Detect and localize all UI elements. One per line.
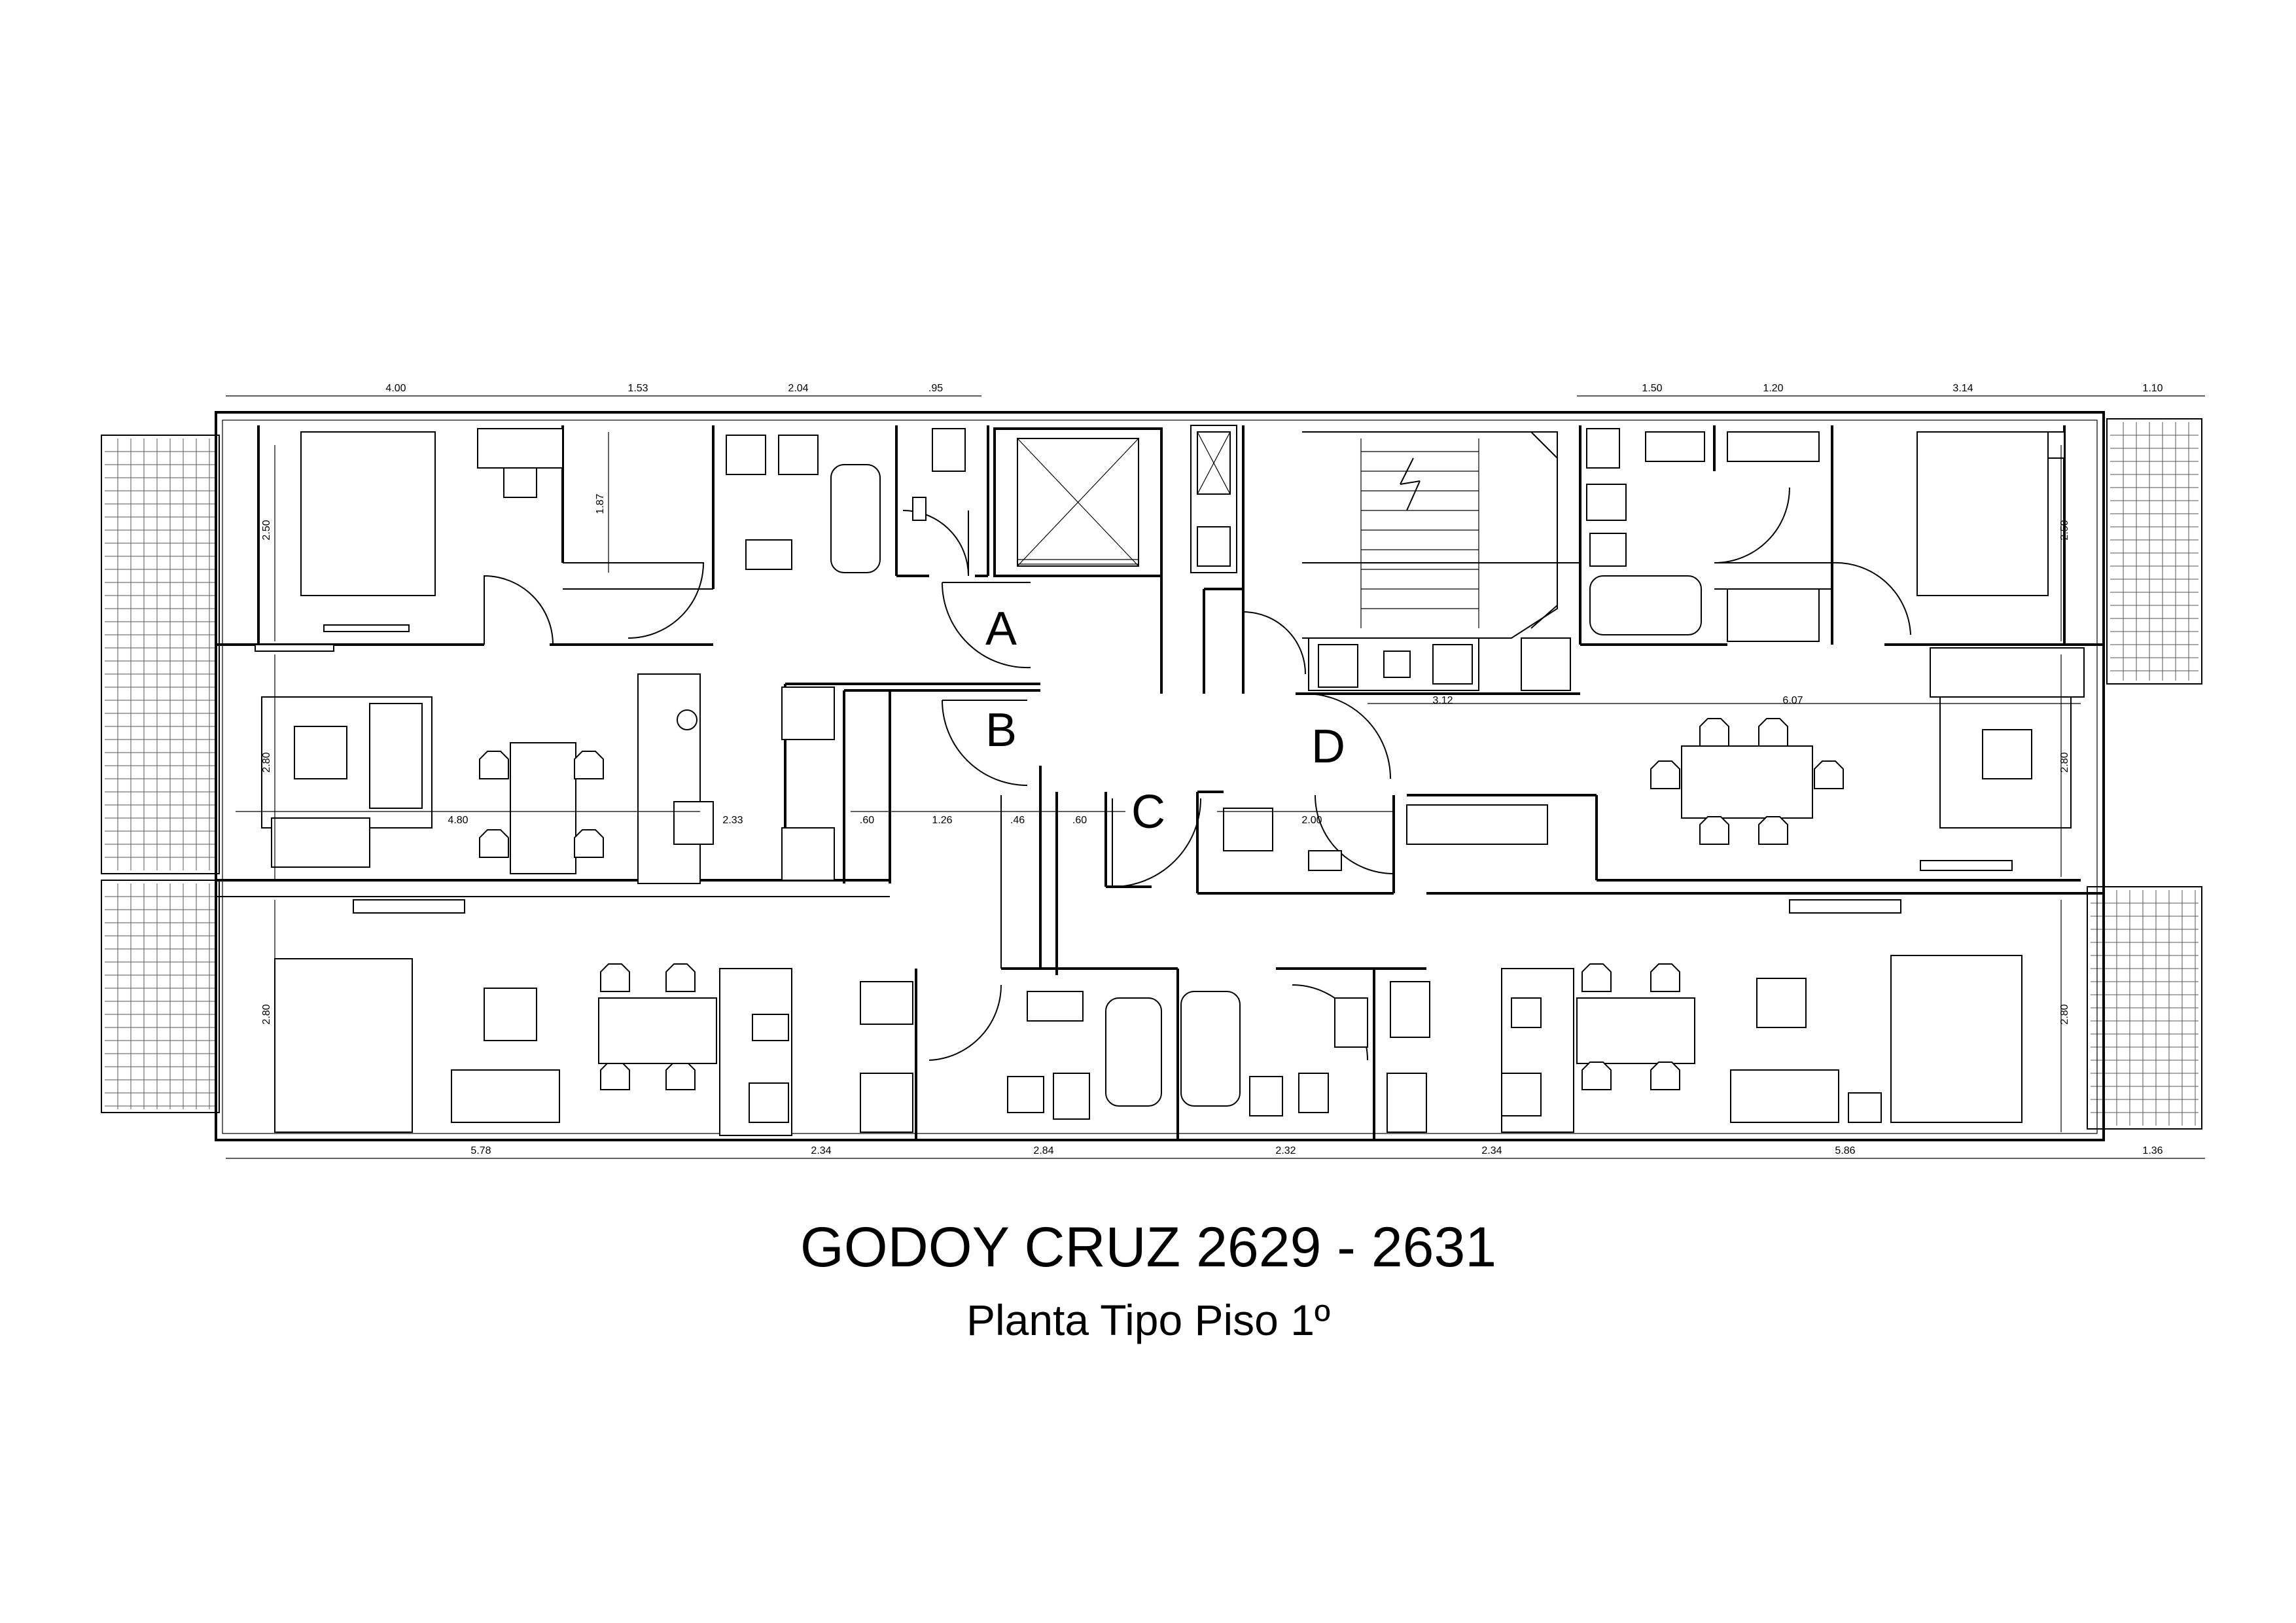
- dimension-labels: 4.00 1.53 2.04 .95 1.50 1.20 3.14 1.10 5…: [261, 383, 2163, 1156]
- dim-bottom-6: 5.86: [1835, 1145, 1855, 1156]
- chair: [600, 963, 630, 992]
- dim-top-6: 1.20: [1763, 383, 1783, 394]
- unit-label-d: D: [1311, 721, 1345, 773]
- dim-top-7: 3.14: [1952, 383, 1973, 394]
- dim-vertical-4: 2.80: [261, 1004, 272, 1024]
- dim-interior-5: .46: [1010, 815, 1025, 826]
- dim-vertical-1: 2.50: [261, 520, 272, 540]
- dim-interior-8: 3.12: [1432, 695, 1453, 706]
- interior-walls: [216, 425, 2104, 1139]
- dim-interior-4: 1.26: [932, 815, 952, 826]
- dim-vertical-6: 2.80: [2059, 752, 2070, 772]
- chair: [574, 751, 604, 779]
- dim-top-2: 1.53: [627, 383, 648, 394]
- dim-top-4: .95: [928, 383, 943, 394]
- dim-vertical-7: 2.80: [2059, 1004, 2070, 1024]
- chair: [574, 829, 604, 858]
- balcony-left: [101, 435, 220, 1113]
- chair: [1699, 718, 1729, 747]
- chair: [1814, 760, 1844, 789]
- balcony-right: [2087, 418, 2202, 1130]
- dimension-lines: [226, 395, 2205, 1159]
- dim-bottom-7: 1.36: [2142, 1145, 2163, 1156]
- dim-bottom-4: 2.32: [1275, 1145, 1296, 1156]
- outer-walls: [215, 411, 2105, 1141]
- dim-interior-1: 4.80: [448, 815, 468, 826]
- chair: [1650, 963, 1680, 992]
- dim-interior-9: 6.07: [1782, 695, 1803, 706]
- chair: [479, 751, 509, 779]
- dim-top-3: 2.04: [788, 383, 808, 394]
- chair: [1758, 718, 1788, 747]
- dim-vertical-2: 1.87: [595, 493, 606, 514]
- chair: [1650, 760, 1680, 789]
- plan-subtitle: Planta Tipo Piso 1º: [966, 1296, 1330, 1344]
- unit-label-a: A: [985, 603, 1017, 655]
- dim-bottom-5: 2.34: [1481, 1145, 1502, 1156]
- dim-top-1: 4.00: [385, 383, 406, 394]
- dim-bottom-2: 2.34: [811, 1145, 831, 1156]
- chair: [665, 963, 696, 992]
- dim-vertical-3: 2.80: [261, 752, 272, 772]
- chair: [1699, 816, 1729, 845]
- unit-label-c: C: [1131, 786, 1165, 838]
- chair: [1581, 1061, 1612, 1090]
- dim-bottom-3: 2.84: [1033, 1145, 1053, 1156]
- dim-top-5: 1.50: [1642, 383, 1662, 394]
- unit-labels: A B C D: [985, 603, 1345, 838]
- plan-title: GODOY CRUZ 2629 - 2631: [800, 1216, 1496, 1279]
- dim-vertical-5: 2.50: [2059, 520, 2070, 540]
- unit-label-b: B: [985, 704, 1017, 757]
- chair: [1581, 963, 1612, 992]
- furniture: [255, 428, 2085, 1136]
- dim-interior-6: .60: [1072, 815, 1087, 826]
- chair: [479, 829, 509, 858]
- chair: [1650, 1061, 1680, 1090]
- dim-interior-2: 2.33: [722, 815, 743, 826]
- chair: [1758, 816, 1788, 845]
- dim-interior-3: .60: [860, 815, 874, 826]
- dim-interior-7: 2.00: [1301, 815, 1322, 826]
- chair: [665, 1061, 696, 1090]
- dim-bottom-1: 5.78: [470, 1145, 491, 1156]
- dim-top-8: 1.10: [2142, 383, 2163, 394]
- chair: [600, 1061, 630, 1090]
